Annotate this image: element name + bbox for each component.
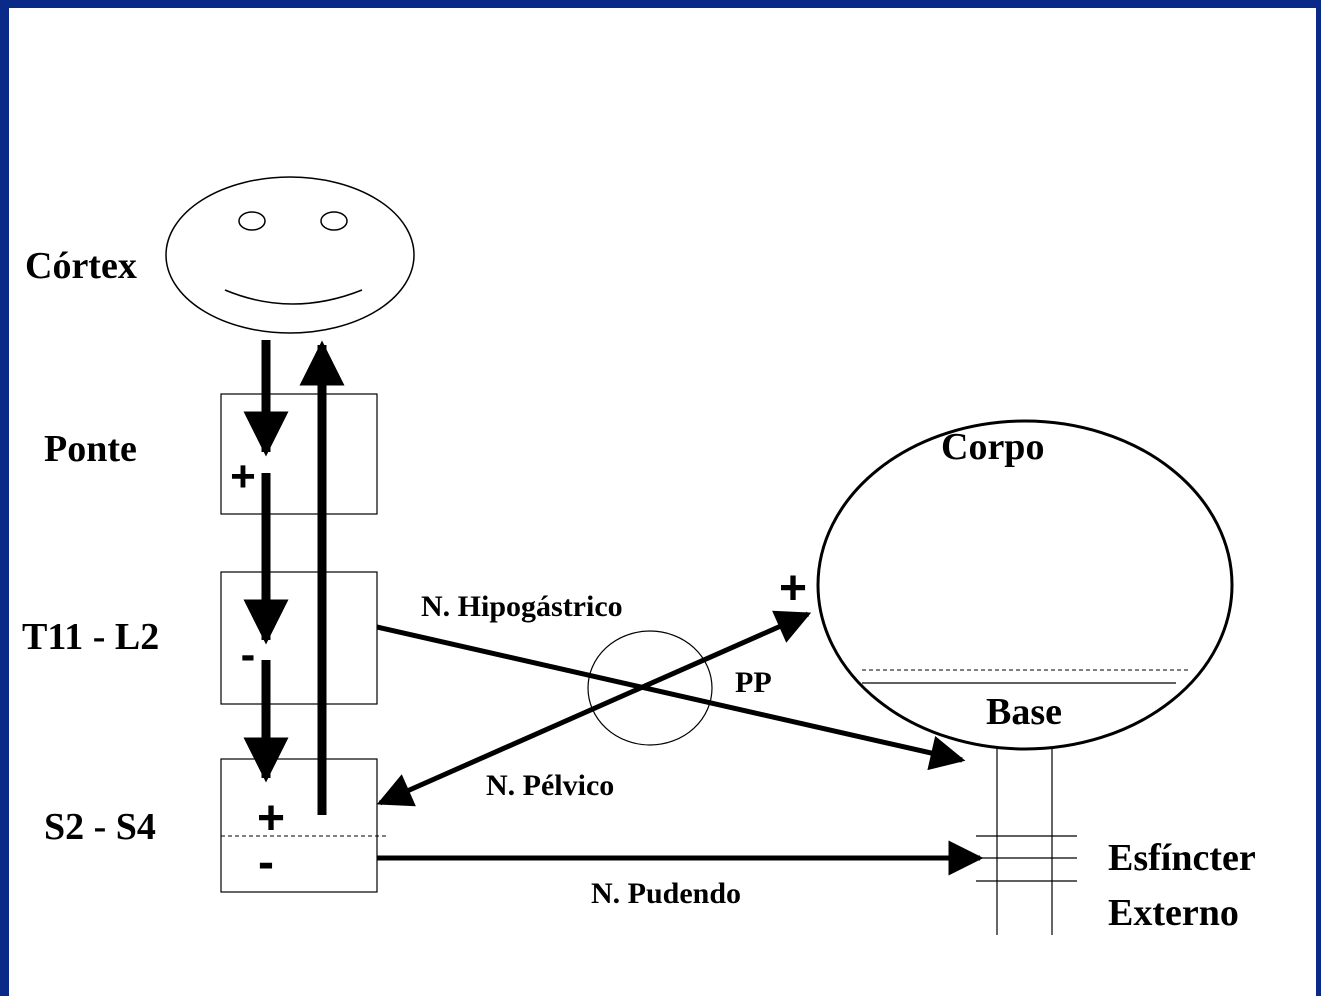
cortex-left-eye	[238, 211, 266, 231]
corpo-label: Corpo	[941, 426, 1044, 468]
n-pudendo-label: N. Pudendo	[591, 877, 741, 910]
base-label: Base	[986, 691, 1062, 733]
n-hipogastrico-label: N. Hipogástrico	[421, 590, 623, 623]
n-pelvico-arrow	[376, 610, 812, 807]
t11-minus-sign: -	[241, 630, 256, 679]
s2-s4-label: S2 - S4	[44, 806, 156, 848]
n-pelvico-label: N. Pélvico	[486, 769, 614, 802]
bladder	[816, 419, 1234, 751]
t11-l2-label: T11 - L2	[22, 616, 159, 658]
ponte-box	[220, 393, 378, 515]
cortex-smile	[224, 289, 363, 305]
urethra-sphincter	[976, 748, 1077, 935]
s2-s4-box	[220, 758, 378, 893]
cortex-right-eye	[320, 211, 348, 231]
corpo-plus-sign: +	[779, 562, 807, 615]
cortex-head-outline	[165, 176, 415, 334]
ponte-label: Ponte	[44, 428, 137, 470]
cortex-face	[165, 176, 415, 334]
n-hipogastrico-arrow	[376, 624, 966, 771]
pp-label: PP	[735, 666, 772, 699]
esfincter-label: Esfíncter	[1108, 837, 1256, 879]
cortex-label: Córtex	[25, 245, 137, 287]
s2-plus-sign: +	[257, 792, 285, 845]
s2-minus-sign: -	[258, 836, 274, 889]
ponte-plus-sign: +	[230, 452, 256, 501]
bladder-outline	[816, 419, 1234, 751]
externo-label: Externo	[1108, 892, 1239, 934]
